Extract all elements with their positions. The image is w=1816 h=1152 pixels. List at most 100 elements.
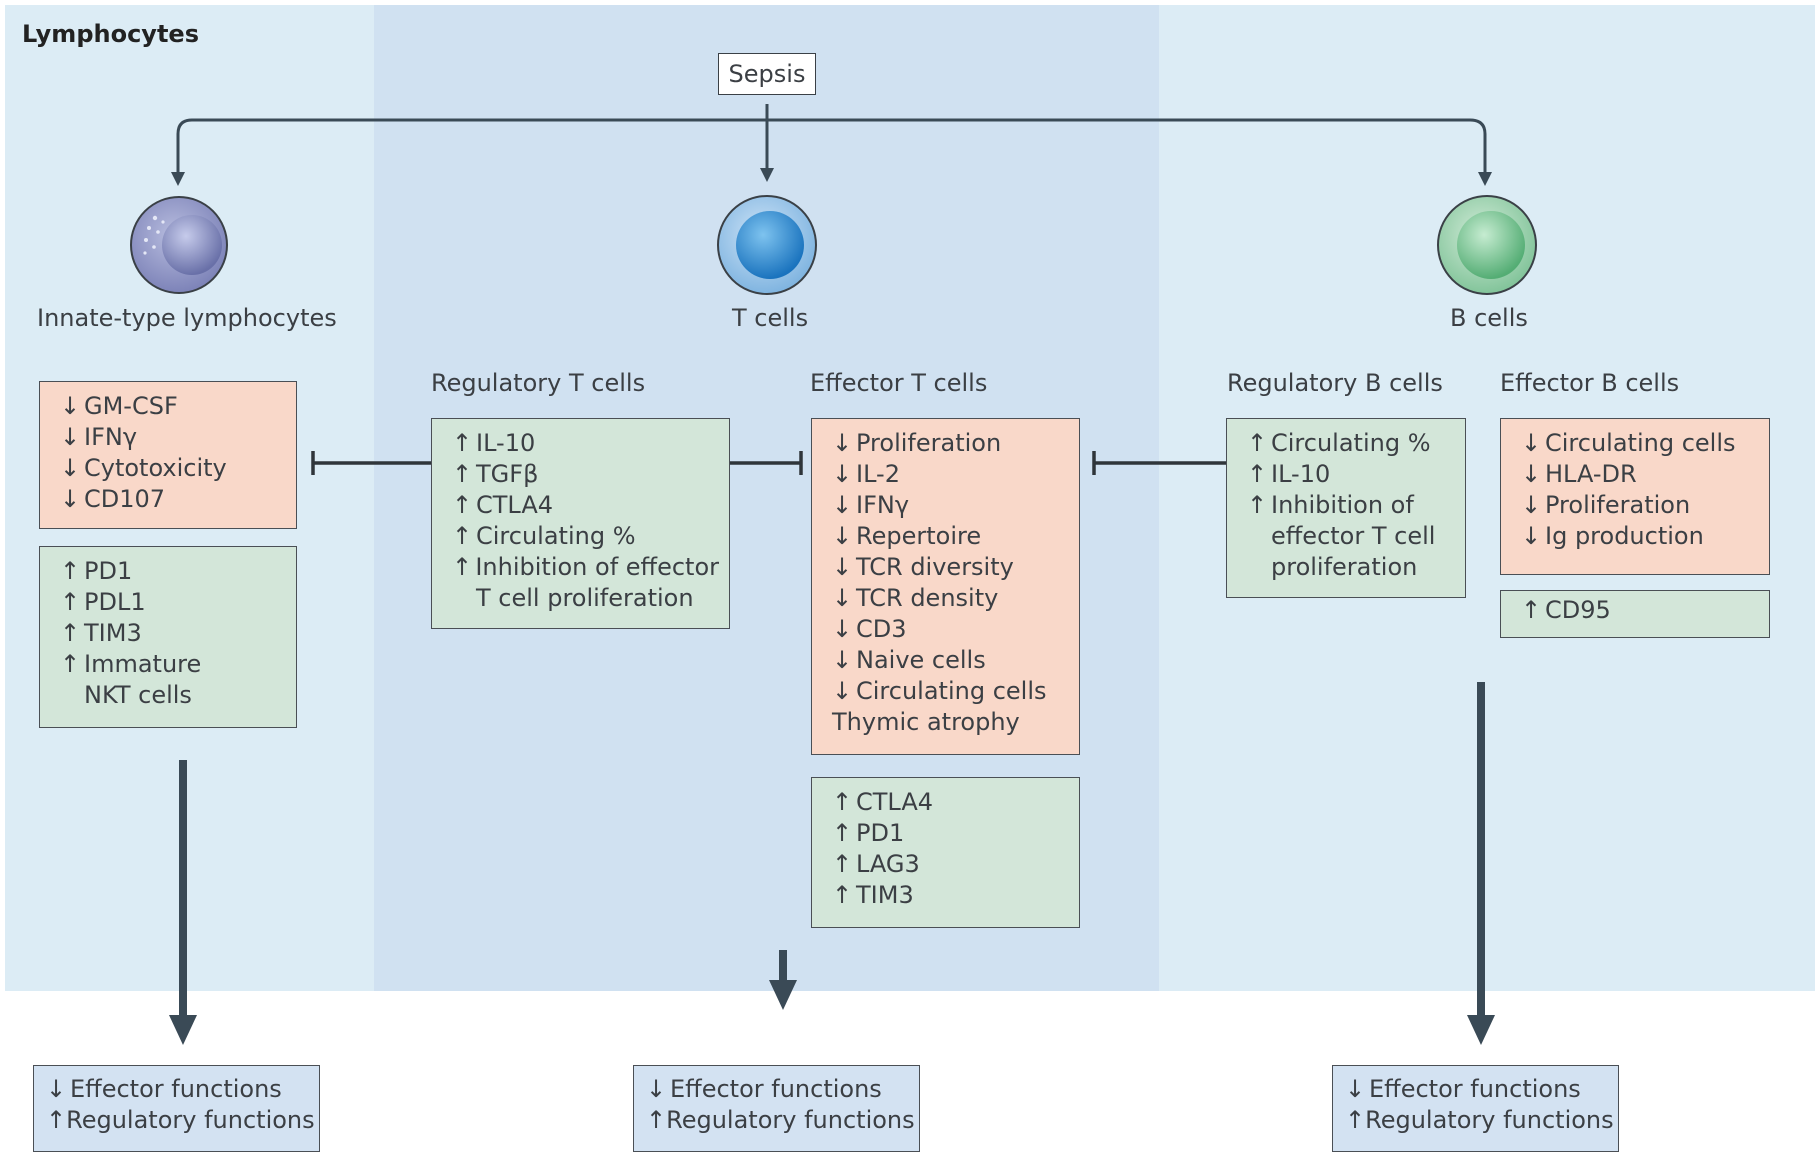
down-arrow-icon: ↓ xyxy=(832,584,853,612)
regulatory-b-cells-label: Regulatory B cells xyxy=(1227,369,1443,397)
inhibition-breg-teff xyxy=(1092,451,1226,475)
innate-increased-box: ↑PD1 ↑PDL1 ↑TIM3 ↑Immature NKT cells xyxy=(39,546,297,728)
list-item: ↑LAG3 xyxy=(832,850,920,878)
list-item: ↑CD95 xyxy=(1521,596,1611,624)
up-arrow-icon: ↑ xyxy=(60,588,81,616)
list-item: ↓IL-2 xyxy=(832,460,900,488)
effector-b-cells-increased-box: ↑CD95 xyxy=(1500,590,1770,638)
regulatory-t-cells-box: ↑IL-10 ↑TGFβ ↑CTLA4 ↑Circulating % ↑Inhi… xyxy=(431,418,730,629)
down-arrow-icon: ↓ xyxy=(60,392,81,420)
list-item: ↓Effector functions xyxy=(1345,1075,1581,1103)
list-item: ↓Naive cells xyxy=(832,646,986,674)
arrowhead-innate xyxy=(171,172,185,186)
up-arrow-icon: ↑ xyxy=(1521,596,1542,624)
down-arrow-icon: ↓ xyxy=(646,1075,667,1103)
list-item: ↓CD3 xyxy=(832,615,907,643)
up-arrow-icon: ↑ xyxy=(832,881,853,909)
list-item: ↑Regulatory functions xyxy=(46,1106,315,1134)
up-arrow-icon: ↑ xyxy=(452,460,473,488)
outcome-arrow-b-cells xyxy=(1467,682,1495,1045)
down-arrow-icon: ↓ xyxy=(60,454,81,482)
up-arrow-icon: ↑ xyxy=(1247,429,1268,457)
list-item-continuation: NKT cells xyxy=(84,681,192,709)
down-arrow-icon: ↓ xyxy=(1521,522,1542,550)
list-item: ↓Proliferation xyxy=(1521,491,1691,519)
t-cells-outcome-box: ↓Effector functions ↑Regulatory function… xyxy=(633,1065,920,1152)
list-item: ↑Inhibition of effector xyxy=(452,553,719,581)
effector-t-cells-decreased-box: ↓Proliferation ↓IL-2 ↓IFNγ ↓Repertoire ↓… xyxy=(811,418,1080,755)
list-item: ↑TGFβ xyxy=(452,460,539,488)
innate-outcome-box: ↓Effector functions ↑Regulatory function… xyxy=(33,1065,320,1152)
innate-decreased-box: ↓GM-CSF ↓IFNγ ↓Cytotoxicity ↓CD107 xyxy=(39,381,297,529)
up-arrow-icon: ↑ xyxy=(60,650,81,678)
down-arrow-icon: ↓ xyxy=(1521,460,1542,488)
up-arrow-icon: ↑ xyxy=(60,557,81,585)
down-arrow-icon: ↓ xyxy=(1521,429,1542,457)
list-item: ↑IL-10 xyxy=(1247,460,1331,488)
b-cells-outcome-box: ↓Effector functions ↑Regulatory function… xyxy=(1332,1065,1619,1152)
list-item: ↑Regulatory functions xyxy=(1345,1106,1614,1134)
up-arrow-icon: ↑ xyxy=(646,1106,667,1134)
b-cell-icon xyxy=(1437,195,1537,295)
effector-b-cells-decreased-box: ↓Circulating cells ↓HLA-DR ↓Proliferatio… xyxy=(1500,418,1770,575)
list-item: ↓TCR density xyxy=(832,584,999,612)
down-arrow-icon: ↓ xyxy=(832,646,853,674)
up-arrow-icon: ↑ xyxy=(832,819,853,847)
effector-b-cells-label: Effector B cells xyxy=(1500,369,1680,397)
down-arrow-icon: ↓ xyxy=(1345,1075,1366,1103)
sepsis-label: Sepsis xyxy=(728,60,806,88)
regulatory-b-cells-box: ↑Circulating % ↑IL-10 ↑Inhibition of eff… xyxy=(1226,418,1466,598)
up-arrow-icon: ↑ xyxy=(832,788,853,816)
t-cell-icon xyxy=(717,195,817,295)
list-item: ↑TIM3 xyxy=(832,881,914,909)
inhibition-treg-teff xyxy=(730,451,803,475)
regulatory-t-cells-label: Regulatory T cells xyxy=(431,369,646,397)
down-arrow-icon: ↓ xyxy=(60,423,81,451)
down-arrow-icon: ↓ xyxy=(832,553,853,581)
list-item: ↑CTLA4 xyxy=(832,788,934,816)
t-cells-label: T cells xyxy=(732,304,809,332)
list-item: ↑Regulatory functions xyxy=(646,1106,915,1134)
up-arrow-icon: ↑ xyxy=(1345,1106,1366,1134)
list-item: ↑IL-10 xyxy=(452,429,536,457)
list-item: ↓HLA-DR xyxy=(1521,460,1637,488)
down-arrow-icon: ↓ xyxy=(832,615,853,643)
down-arrow-icon: ↓ xyxy=(832,522,853,550)
up-arrow-icon: ↑ xyxy=(60,619,81,647)
up-arrow-icon: ↑ xyxy=(452,522,473,550)
sepsis-branch-line xyxy=(176,118,1487,175)
list-item: ↑PD1 xyxy=(60,557,133,585)
list-item: ↑PDL1 xyxy=(60,588,146,616)
list-item: ↓Proliferation xyxy=(832,429,1002,457)
list-item: ↓GM-CSF xyxy=(60,392,178,420)
down-arrow-icon: ↓ xyxy=(832,460,853,488)
down-arrow-icon: ↓ xyxy=(60,485,81,513)
down-arrow-icon: ↓ xyxy=(46,1075,67,1103)
list-item: ↑Inhibition of xyxy=(1247,491,1414,519)
up-arrow-icon: ↑ xyxy=(1247,460,1268,488)
innate-lymphocyte-icon xyxy=(130,196,228,294)
b-cells-label: B cells xyxy=(1450,304,1528,332)
up-arrow-icon: ↑ xyxy=(46,1106,67,1134)
effector-t-cells-increased-box: ↑CTLA4 ↑PD1 ↑LAG3 ↑TIM3 xyxy=(811,777,1080,928)
list-item: ↑Circulating % xyxy=(1247,429,1431,457)
list-item: ↓Effector functions xyxy=(646,1075,882,1103)
outcome-arrow-innate xyxy=(169,760,197,1045)
list-item: ↓Circulating cells xyxy=(832,677,1047,705)
up-arrow-icon: ↑ xyxy=(832,850,853,878)
arrowhead-t-cells xyxy=(760,168,774,182)
list-item: ↑TIM3 xyxy=(60,619,142,647)
list-item: ↓Repertoire xyxy=(832,522,982,550)
list-item: Thymic atrophy xyxy=(832,708,1020,736)
list-item: ↑CTLA4 xyxy=(452,491,554,519)
arrowhead-b-cells xyxy=(1478,172,1492,186)
list-item: ↓IFNγ xyxy=(60,423,138,451)
down-arrow-icon: ↓ xyxy=(832,677,853,705)
effector-t-cells-label: Effector T cells xyxy=(810,369,988,397)
down-arrow-icon: ↓ xyxy=(832,429,853,457)
list-item-continuation: effector T cell xyxy=(1271,522,1436,550)
list-item: ↓Cytotoxicity xyxy=(60,454,227,482)
list-item: ↓Effector functions xyxy=(46,1075,282,1103)
list-item: ↑PD1 xyxy=(832,819,905,847)
